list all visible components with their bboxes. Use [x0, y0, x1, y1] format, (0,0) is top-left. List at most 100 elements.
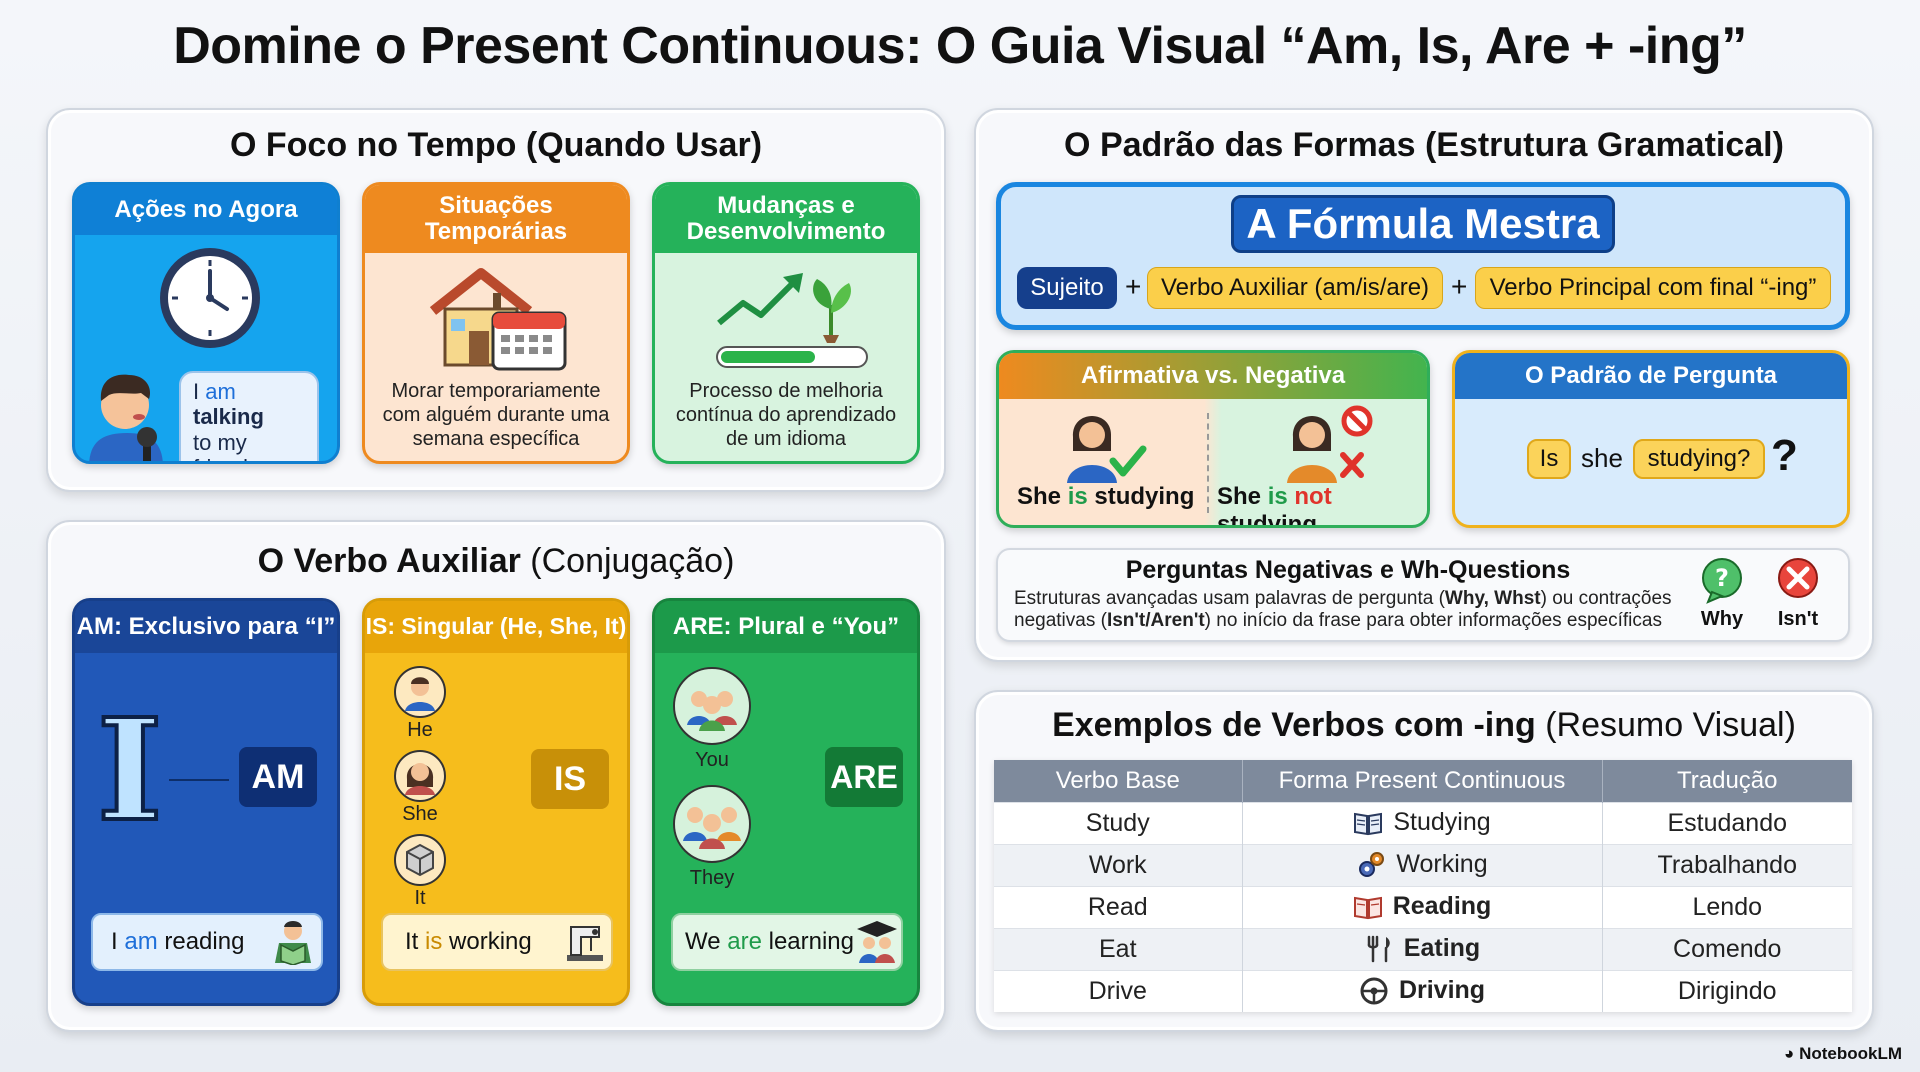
table-row: Read Reading Lendo — [994, 885, 1852, 928]
woman-cross-icon — [1287, 405, 1373, 483]
page-title: Domine o Present Continuous: O Guia Visu… — [173, 17, 1747, 75]
wh-text-2b: Isn't/Aren't — [1106, 610, 1205, 632]
steering-wheel-icon — [1360, 977, 1388, 1005]
example-are-aux: are — [727, 928, 762, 955]
table-row: Eat Eating Comendo — [994, 927, 1852, 970]
card-situacoes-temporarias: Situações Temporárias Morar temporariame… — [362, 182, 630, 464]
cell-form: Driving — [1242, 969, 1603, 1012]
pronoun-it: It — [414, 887, 426, 909]
cell-base: Eat — [994, 927, 1243, 970]
example-is-verb: working — [449, 928, 532, 955]
you-group-icon — [673, 667, 751, 745]
card-mudancas: Mudanças e Desenvolvimento Processo de m… — [652, 182, 920, 464]
question-mark: ? — [1771, 431, 1798, 480]
question-is: Is — [1527, 439, 1571, 479]
form-text: Eating — [1403, 933, 1481, 962]
form-text: Studying — [1393, 807, 1491, 836]
formula-box: A Fórmula Mestra Sujeito + Verbo Auxilia… — [996, 182, 1850, 330]
cell-form: Working — [1242, 843, 1603, 886]
badge-are: ARE — [825, 747, 903, 807]
arrow-line — [169, 779, 229, 781]
formula-aux: Verbo Auxiliar (am/is/are) — [1147, 267, 1443, 309]
cross-circle-icon — [1778, 558, 1818, 598]
panel-exemplos-title-light: (Resumo Visual) — [1545, 706, 1796, 744]
wh-text-1a: Estruturas avançadas usam palavras de pe… — [1014, 588, 1445, 609]
negative-sentence: She is not studying — [1217, 483, 1427, 528]
wh-text-1b: Why, Whst — [1444, 588, 1541, 609]
cell-form: Studying — [1242, 801, 1603, 844]
formula-title: A Fórmula Mestra — [1231, 195, 1615, 253]
example-am-subject: I — [111, 928, 118, 955]
it-cube-icon — [394, 834, 446, 886]
formula-subject: Sujeito — [1017, 267, 1117, 309]
cell-form: Eating — [1242, 927, 1603, 970]
card-am: AM: Exclusivo para “I” I AM I am reading — [72, 598, 340, 1006]
formula-plus-1: + — [1125, 271, 1142, 302]
clock-icon — [160, 248, 260, 348]
form-text: Working — [1396, 849, 1488, 878]
divider — [1207, 413, 1209, 513]
card-is: IS: Singular (He, She, It) He She It IS … — [362, 598, 630, 1006]
footer-brand-text: NotebookLM — [1799, 1044, 1902, 1063]
wh-title: Perguntas Negativas e Wh-Questions — [1125, 556, 1571, 584]
table-row: Work Working Trabalhando — [994, 843, 1852, 886]
affirmative-sentence: She is studying — [1017, 483, 1194, 511]
card-am-head: AM: Exclusivo para “I” — [75, 601, 337, 653]
question-she: she — [1581, 443, 1623, 473]
question-bubble-icon: ? — [1702, 558, 1742, 604]
gears-icon — [1359, 852, 1385, 878]
example-am-verb: reading — [164, 928, 245, 955]
cell-trad: Estudando — [1602, 801, 1852, 844]
card-situacoes-head: Situações Temporárias — [365, 185, 627, 253]
cell-base: Study — [994, 801, 1243, 844]
panel-auxiliar-title-light: (Conjugação) — [530, 542, 735, 580]
card-mudancas-head: Mudanças e Desenvolvimento — [655, 185, 917, 253]
fork-knife-icon — [1367, 935, 1390, 963]
negative-verb: studying — [1217, 511, 1317, 528]
speech-bubble: I am talking to my friend — [179, 371, 319, 461]
graduates-icon — [857, 921, 897, 963]
house-calendar-icon — [429, 268, 567, 371]
why-label: Why — [1700, 608, 1744, 630]
letter-i: I — [95, 689, 164, 853]
panel-auxiliar-title-bold: O Verbo Auxiliar — [257, 542, 521, 580]
wh-text-1c: ) ou contrações — [1540, 588, 1672, 609]
negative-subject: She — [1217, 483, 1262, 510]
book-icon — [1354, 813, 1383, 836]
card-are-head: ARE: Plural e “You” — [655, 601, 917, 653]
question-verb: studying? — [1633, 439, 1765, 479]
bubble-subject: I — [193, 379, 200, 404]
reading-person-icon — [275, 921, 311, 965]
pronoun-he: He — [407, 719, 433, 741]
cell-base: Work — [994, 843, 1243, 886]
bubble-tail: to my friend — [193, 429, 248, 461]
formula-plus-2: + — [1451, 271, 1468, 302]
card-pergunta: O Padrão de Pergunta Is she studying? ? — [1452, 350, 1850, 528]
isnt-label: Isn't — [1777, 608, 1819, 630]
person-talking-icon — [89, 374, 163, 461]
pergunta-head: O Padrão de Pergunta — [1455, 353, 1847, 399]
example-is-aux: is — [425, 928, 443, 955]
card-acoes-agora: Ações no Agora I am talking to my friend — [72, 182, 340, 464]
badge-is: IS — [531, 749, 609, 809]
cell-trad: Comendo — [1602, 927, 1852, 970]
card-situacoes-text: Morar temporariamente com alguém durante… — [382, 380, 610, 450]
card-situacoes-head-text: Situações Temporárias — [424, 191, 568, 245]
badge-am: AM — [239, 747, 317, 807]
card-acoes-agora-head: Ações no Agora — [75, 185, 337, 235]
example-are-subject: We — [685, 928, 721, 955]
wh-text-2a: negativas ( — [1014, 610, 1107, 632]
affirmative-aux: is — [1067, 483, 1088, 510]
table-row: Study Studying Estudando — [994, 801, 1852, 844]
he-icon — [394, 666, 446, 718]
panel-exemplos-title-bold: Exemplos de Verbos com -ing — [1052, 706, 1536, 744]
pronoun-they: They — [689, 867, 735, 889]
cell-trad: Trabalhando — [1602, 843, 1852, 886]
cell-trad: Lendo — [1602, 885, 1852, 928]
card-wh-questions: Perguntas Negativas e Wh-Questions Estru… — [996, 548, 1850, 642]
pronoun-you: You — [695, 749, 729, 771]
card-afirmativa-negativa: Afirmativa vs. Negativa She is studying … — [996, 350, 1430, 528]
cell-base: Drive — [994, 969, 1243, 1012]
example-is-subject: It — [405, 928, 419, 955]
card-is-head: IS: Singular (He, She, It) — [365, 601, 627, 653]
